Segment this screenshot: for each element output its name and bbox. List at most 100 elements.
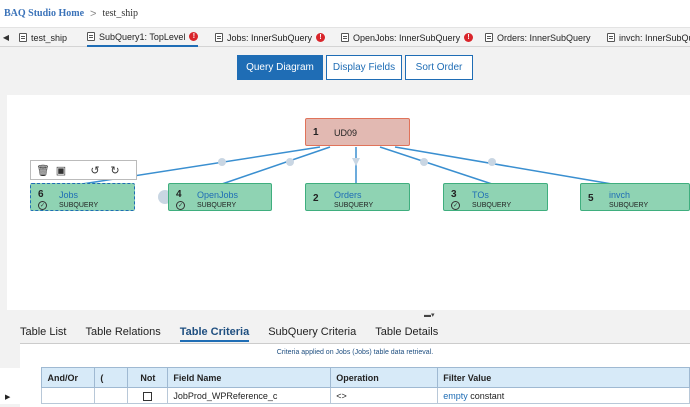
tab-label: Orders: InnerSubQuery xyxy=(497,32,591,43)
error-icon: ! xyxy=(316,33,326,42)
error-icon: ! xyxy=(464,33,474,42)
document-icon xyxy=(87,32,95,41)
tab-openjobs[interactable]: OpenJobs: InnerSubQuery ! xyxy=(341,28,474,47)
filter-type: constant xyxy=(470,390,505,401)
col-andor[interactable]: And/Or xyxy=(41,367,96,388)
document-icon xyxy=(341,33,349,42)
tab-table-relations[interactable]: Table Relations xyxy=(85,326,161,338)
tab-table-details[interactable]: Table Details xyxy=(375,326,439,338)
node-name: OpenJobs xyxy=(197,190,239,200)
col-field-name[interactable]: Field Name xyxy=(167,367,332,388)
node-number: 4 xyxy=(176,189,182,200)
node-type: SUBQUERY xyxy=(59,202,99,209)
join-line xyxy=(394,146,613,185)
node-number: 1 xyxy=(313,127,319,138)
cell-andor[interactable] xyxy=(41,387,96,404)
tab-label: invch: InnerSubQuery xyxy=(619,32,690,43)
check-icon: ✓ xyxy=(176,201,185,210)
view-switcher: Query Diagram Display Fields Sort Order xyxy=(237,55,476,80)
subquery-node-invch[interactable]: 5 invch SUBQUERY xyxy=(580,183,690,211)
cell-not[interactable] xyxy=(127,387,169,404)
breadcrumb-separator: > xyxy=(90,7,97,20)
cell-field-name[interactable]: JobProd_WPReference_c xyxy=(167,387,332,404)
check-icon: ✓ xyxy=(38,201,47,210)
cell-operation[interactable]: <> xyxy=(330,387,439,404)
subquery-node-tos[interactable]: 3 TOs ✓ SUBQUERY xyxy=(443,183,548,211)
node-name: invch xyxy=(609,190,631,200)
tab-subquery-criteria[interactable]: SubQuery Criteria xyxy=(268,326,357,338)
display-fields-button[interactable]: Display Fields xyxy=(326,55,402,80)
breadcrumb-current: test_ship xyxy=(102,8,139,19)
node-context-toolbar: 🗑 ▣ ↺ ↻ xyxy=(30,160,137,180)
move-to-folder-icon[interactable]: ▣ xyxy=(55,164,67,177)
breadcrumb: BAQ Studio Home > test_ship xyxy=(0,0,690,28)
tab-table-criteria[interactable]: Table Criteria xyxy=(179,326,250,342)
table-node-ud09[interactable]: 1 UD09 xyxy=(305,118,410,146)
join-handle-icon xyxy=(286,158,294,166)
error-icon: ! xyxy=(189,32,199,41)
document-icon xyxy=(19,33,27,42)
node-number: 5 xyxy=(588,193,594,204)
row-pointer-icon: ▶ xyxy=(5,393,11,401)
tab-subquery1[interactable]: SubQuery1: TopLevel ! xyxy=(87,28,199,47)
col-paren[interactable]: ( xyxy=(94,367,129,388)
grid-header-row: And/Or ( Not Field Name Operation Filter… xyxy=(0,367,690,388)
node-type: SUBQUERY xyxy=(197,202,237,209)
document-icon xyxy=(485,33,493,42)
criteria-note: Criteria applied on Jobs (Jobs) table da… xyxy=(276,349,434,356)
tab-label: OpenJobs: InnerSubQuery xyxy=(353,32,461,43)
subquery-tab-strip: ◀ test_ship SubQuery1: TopLevel ! Jobs: … xyxy=(0,28,690,47)
node-type: SUBQUERY xyxy=(334,202,374,209)
query-diagram-button[interactable]: Query Diagram xyxy=(237,55,323,80)
node-number: 3 xyxy=(451,189,457,200)
cell-paren[interactable] xyxy=(94,387,129,404)
delete-icon[interactable]: 🗑 xyxy=(36,164,50,177)
join-handle-icon xyxy=(420,158,428,166)
node-type: SUBQUERY xyxy=(472,202,512,209)
node-name: Jobs xyxy=(59,190,79,200)
node-name: Orders xyxy=(334,190,362,200)
tab-invch[interactable]: invch: InnerSubQuery xyxy=(607,28,690,47)
breadcrumb-home-link[interactable]: BAQ Studio Home xyxy=(4,8,85,19)
panel-splitter-handle[interactable]: ▬▾ xyxy=(424,312,435,319)
col-not[interactable]: Not xyxy=(127,367,169,388)
lower-tab-strip: Table List Table Relations Table Criteri… xyxy=(20,326,457,342)
not-checkbox[interactable] xyxy=(143,391,153,401)
join-handle-icon xyxy=(352,158,360,166)
document-icon xyxy=(607,33,615,42)
node-name: TOs xyxy=(472,190,489,200)
subquery-node-openjobs[interactable]: 4 OpenJobs ✓ SUBQUERY xyxy=(168,183,272,211)
sort-order-button[interactable]: Sort Order xyxy=(405,55,473,80)
subquery-node-jobs[interactable]: 6 Jobs ✓ SUBQUERY xyxy=(30,183,135,211)
node-number: 2 xyxy=(313,193,319,204)
tab-test-ship[interactable]: test_ship xyxy=(19,28,67,47)
filter-empty-link[interactable]: empty xyxy=(443,390,468,401)
subquery-node-orders[interactable]: 2 Orders SUBQUERY xyxy=(305,183,410,211)
table-row[interactable]: ▶ JobProd_WPReference_c <> empty constan… xyxy=(0,387,690,404)
cell-filter-value[interactable]: empty constant xyxy=(437,387,690,404)
document-icon xyxy=(215,33,223,42)
join-handle-icon xyxy=(218,158,226,166)
join-line xyxy=(221,146,331,185)
join-handle-icon xyxy=(488,158,496,166)
criteria-grid: And/Or ( Not Field Name Operation Filter… xyxy=(0,367,690,404)
tab-table-list[interactable]: Table List xyxy=(20,326,67,338)
check-icon: ✓ xyxy=(451,201,460,210)
tab-scroll-left-icon[interactable]: ◀ xyxy=(2,32,10,42)
tab-label: test_ship xyxy=(31,32,68,43)
row-marker-header xyxy=(0,367,42,388)
node-name: UD09 xyxy=(334,128,358,138)
node-type: SUBQUERY xyxy=(609,202,649,209)
join-line xyxy=(379,146,493,185)
col-operation[interactable]: Operation xyxy=(330,367,439,388)
tab-label: SubQuery1: TopLevel xyxy=(99,31,186,42)
tab-jobs[interactable]: Jobs: InnerSubQuery ! xyxy=(215,28,326,47)
rotate-left-icon[interactable]: ↺ xyxy=(90,164,100,177)
tab-label: Jobs: InnerSubQuery xyxy=(227,32,313,43)
row-marker: ▶ xyxy=(0,387,42,404)
rotate-right-icon[interactable]: ↻ xyxy=(110,164,120,177)
tab-orders[interactable]: Orders: InnerSubQuery xyxy=(485,28,591,47)
node-number: 6 xyxy=(38,189,44,200)
col-filter-value[interactable]: Filter Value xyxy=(437,367,690,388)
